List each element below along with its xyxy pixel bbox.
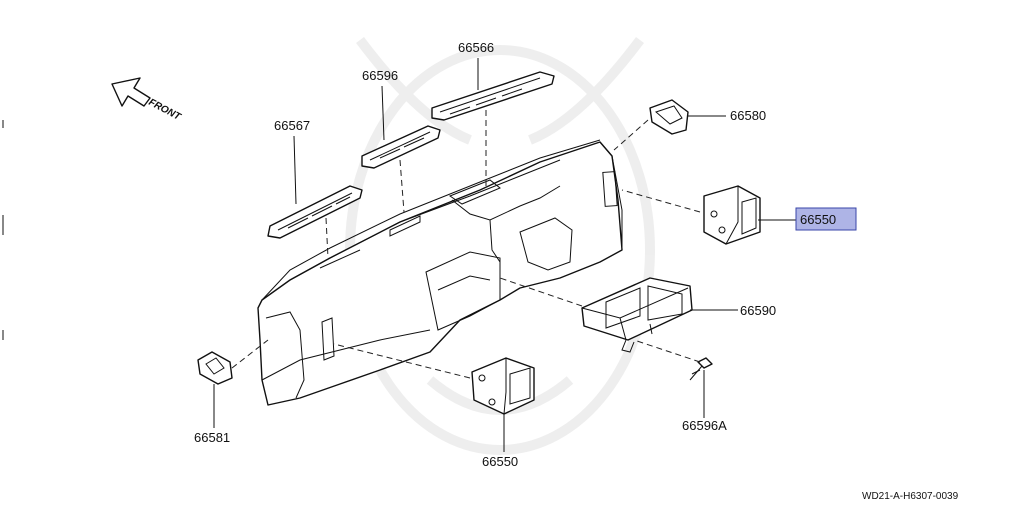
part-66566-vent (431, 71, 555, 121)
part-label-66550-highlighted[interactable]: 66550 (800, 212, 836, 227)
part-66567-vent (267, 185, 363, 239)
part-66550-right-nozzle (703, 185, 761, 245)
selected-part-highlight (795, 207, 857, 231)
diagram-code: WD21-A-H6307-0039 (862, 491, 959, 502)
part-label-66590[interactable]: 66590 (740, 303, 776, 318)
part-66596A-screw (689, 357, 713, 381)
part-66596-vent (361, 125, 441, 169)
front-label: FRONT (147, 97, 183, 123)
part-66580-vent (649, 99, 689, 135)
leader-lines (213, 58, 796, 452)
part-label-66596[interactable]: 66596 (362, 68, 398, 83)
part-label-66550[interactable]: 66550 (482, 454, 518, 469)
part-label-66581[interactable]: 66581 (194, 430, 230, 445)
part-66550-center-nozzle (471, 357, 535, 415)
part-66581-vent (197, 351, 233, 385)
instrument-panel (257, 139, 623, 406)
part-label-66596A[interactable]: 66596A (682, 418, 727, 433)
assembly-lines (231, 110, 701, 379)
front-direction-arrow (111, 77, 151, 107)
part-label-66580[interactable]: 66580 (730, 108, 766, 123)
part-label-66566[interactable]: 66566 (458, 40, 494, 55)
part-label-66567[interactable]: 66567 (274, 118, 310, 133)
